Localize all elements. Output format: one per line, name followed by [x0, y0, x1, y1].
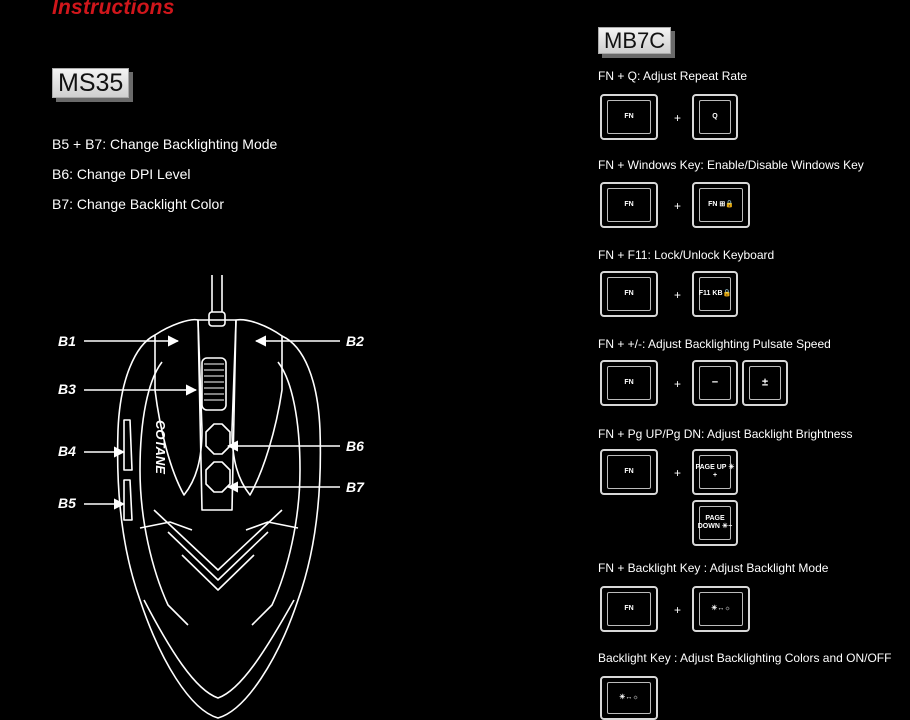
label-b6: B6: [346, 438, 364, 454]
plus-key: ±: [742, 360, 788, 406]
plus-sign: +: [674, 603, 682, 617]
f11-key: F11 KB🔒: [692, 271, 738, 317]
q-key: Q: [692, 94, 738, 140]
fn-key: FN: [600, 360, 658, 406]
combo-label-3: FN + F11: Lock/Unlock Keyboard: [598, 248, 775, 262]
label-b4: B4: [58, 443, 76, 459]
mouse-instruction-1: B5 + B7: Change Backlighting Mode: [52, 136, 278, 152]
label-b7: B7: [346, 479, 364, 495]
minus-key: −: [692, 360, 738, 406]
plus-sign: +: [674, 199, 682, 213]
keyboard-model-badge: MB7C: [598, 27, 672, 54]
combo-label-2: FN + Windows Key: Enable/Disable Windows…: [598, 158, 864, 172]
fn-key: FN: [600, 182, 658, 228]
combo-label-7: Backlight Key : Adjust Backlighting Colo…: [598, 651, 892, 665]
plus-sign: +: [674, 288, 682, 302]
label-b5: B5: [58, 495, 76, 511]
label-b1: B1: [58, 333, 76, 349]
fn-key: FN: [600, 271, 658, 317]
fn-key: FN: [600, 449, 658, 495]
fn-key: FN: [600, 586, 658, 632]
label-b2: B2: [346, 333, 364, 349]
mouse-model-badge: MS35: [52, 68, 130, 98]
mouse-illustration: COTANE: [116, 275, 322, 719]
mouse-instruction-3: B7: Change Backlight Color: [52, 196, 224, 212]
page-title: Instructions: [52, 0, 175, 19]
combo-label-4: FN + +/-: Adjust Backlighting Pulsate Sp…: [598, 337, 831, 351]
plus-sign: +: [674, 111, 682, 125]
page-down-key: PAGE DOWN ☀−: [692, 500, 738, 546]
brand-logo-text: COTANE: [153, 420, 168, 474]
plus-sign: +: [674, 466, 682, 480]
mouse-instruction-2: B6: Change DPI Level: [52, 166, 191, 182]
page-up-key: PAGE UP ☀+: [692, 449, 738, 495]
label-b3: B3: [58, 381, 76, 397]
combo-label-1: FN + Q: Adjust Repeat Rate: [598, 69, 748, 83]
windows-key: FN ⊞🔒: [692, 182, 750, 228]
backlight-key: ☀↔☼: [600, 676, 658, 720]
backlight-key: ☀↔☼: [692, 586, 750, 632]
fn-key: FN: [600, 94, 658, 140]
plus-sign: +: [674, 377, 682, 391]
combo-label-5: FN + Pg UP/Pg DN: Adjust Backlight Brigh…: [598, 427, 853, 441]
combo-label-6: FN + Backlight Key : Adjust Backlight Mo…: [598, 561, 829, 575]
